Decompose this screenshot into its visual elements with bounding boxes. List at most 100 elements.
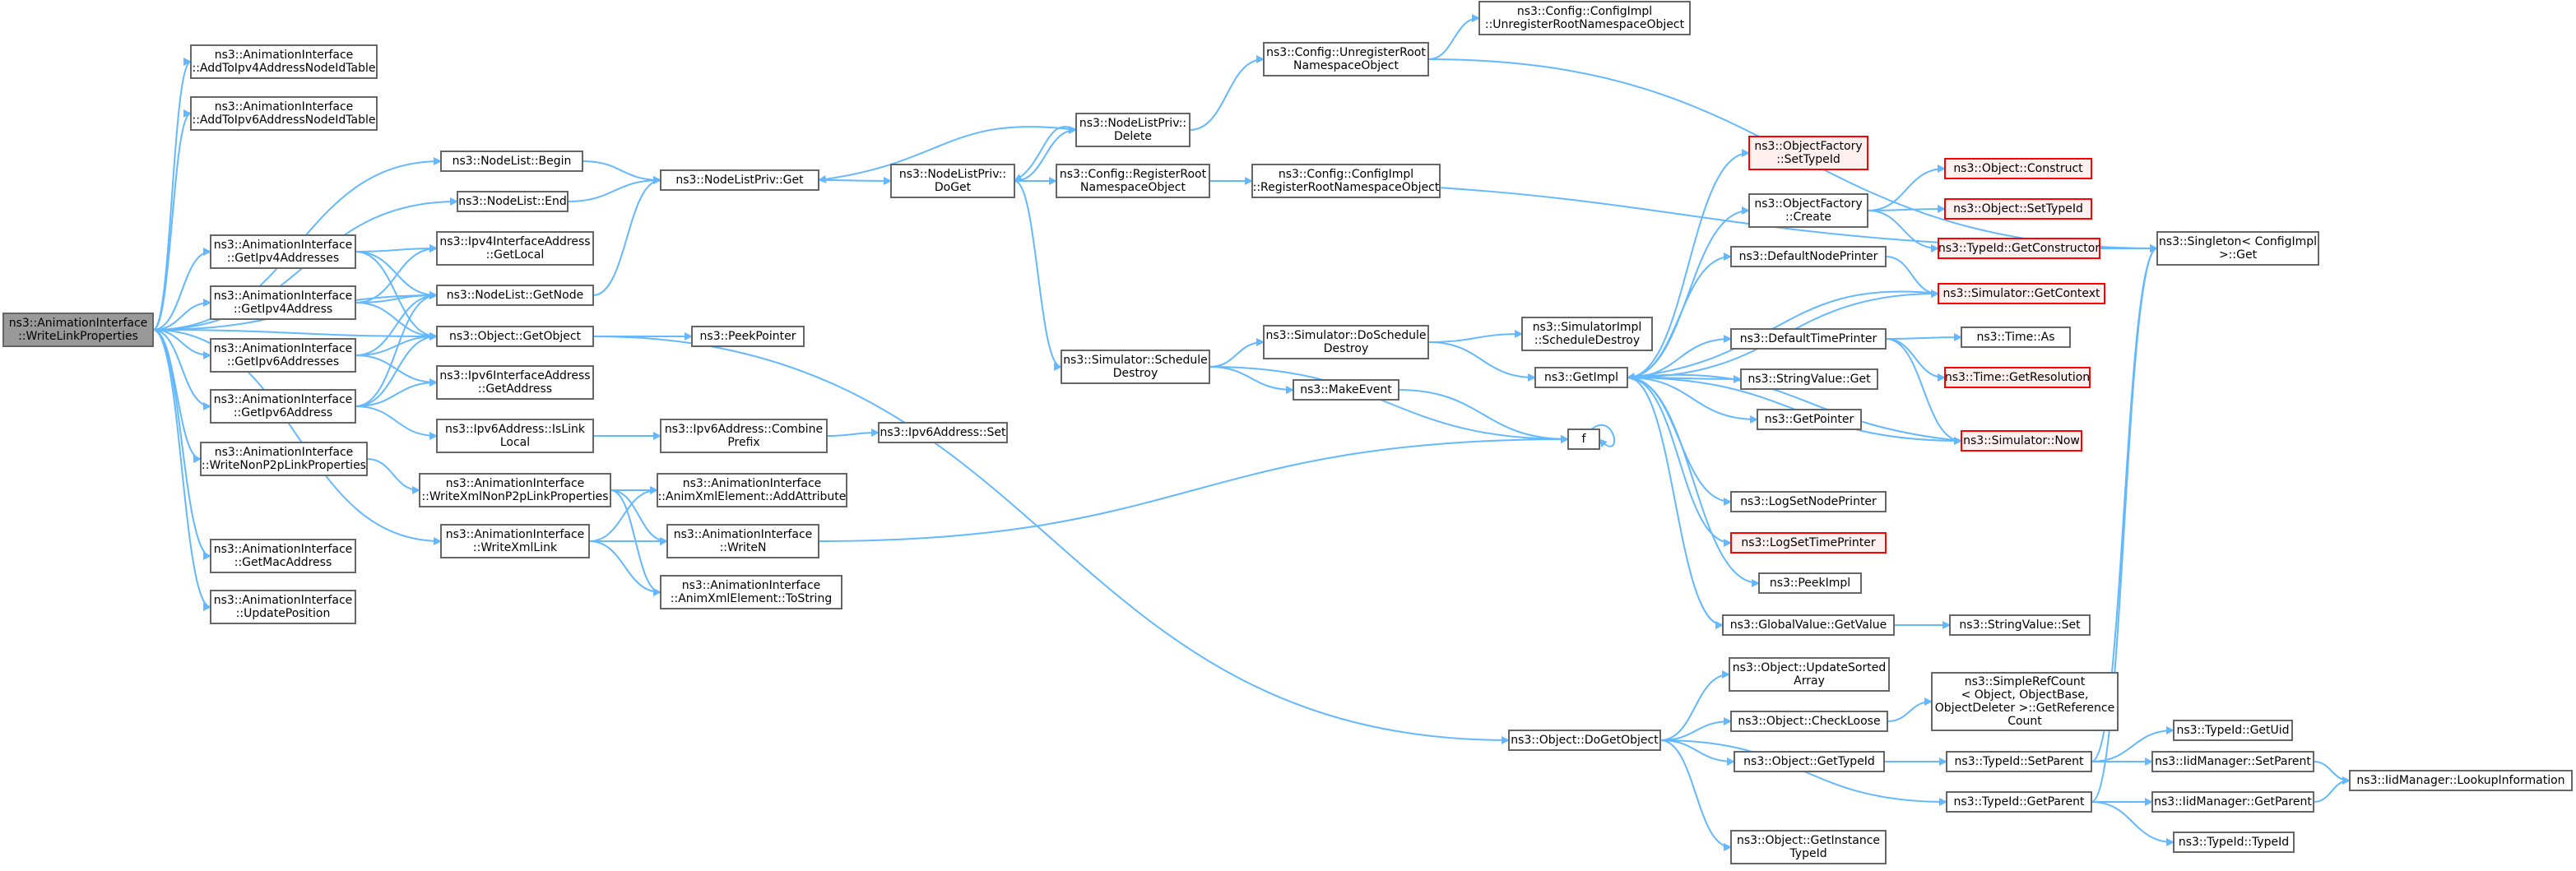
node-addv4[interactable]: ns3::AnimationInterface::AddToIpv4Addres…	[190, 44, 378, 79]
node-label-line: ns3::PeekImpl	[1770, 577, 1850, 590]
node-makeevent[interactable]: ns3::MakeEvent	[1293, 379, 1399, 401]
node-label-line: ns3::Time::As	[1976, 331, 2054, 344]
edge-root-to-getv4addr	[152, 299, 211, 331]
node-timegetres[interactable]: ns3::Time::GetResolution	[1944, 367, 2091, 388]
node-nlpget[interactable]: ns3::NodeListPriv::Get	[660, 169, 819, 191]
node-objsettypeid[interactable]: ns3::Object::SetTypeId	[1944, 198, 2092, 220]
node-peekpointer[interactable]: ns3::PeekPointer	[691, 326, 805, 347]
node-peekimpl[interactable]: ns3::PeekImpl	[1758, 572, 1862, 594]
node-getmac[interactable]: ns3::AnimationInterface::GetMacAddress	[210, 539, 356, 573]
node-writen[interactable]: ns3::AnimationInterface::WriteN	[666, 524, 819, 558]
node-getimpl[interactable]: ns3::GetImpl	[1534, 367, 1628, 388]
node-label-line: ns3::GlobalValue::GetValue	[1730, 619, 1887, 632]
node-singleton[interactable]: ns3::Singleton< ConfigImpl>::Get	[2156, 231, 2319, 266]
node-getpointer[interactable]: ns3::GetPointer	[1757, 409, 1862, 430]
edge-deftimeprinter-to-timegetres	[1885, 338, 1946, 382]
node-objdoget[interactable]: ns3::Object::DoGetObject	[1508, 730, 1661, 751]
node-tidgetparent[interactable]: ns3::TypeId::GetParent	[1946, 791, 2092, 813]
node-nlend[interactable]: ns3::NodeList::End	[457, 191, 569, 212]
node-writexmlnonp2p[interactable]: ns3::AnimationInterface::WriteXmlNonP2pL…	[419, 473, 611, 507]
node-label-line: ns3::Simulator::GetContext	[1942, 287, 2100, 300]
node-box	[1729, 657, 1890, 692]
node-v6getaddr[interactable]: ns3::Ipv6InterfaceAddress::GetAddress	[436, 365, 594, 400]
node-tidgetctor[interactable]: ns3::TypeId::GetConstructor	[1938, 238, 2100, 259]
node-cfgunreg[interactable]: ns3::Config::UnregisterRootNamespaceObje…	[1263, 42, 1429, 76]
node-iidlookup[interactable]: ns3::IidManager::LookupInformation	[2349, 770, 2573, 791]
node-f[interactable]: f	[1567, 429, 1600, 450]
node-simsched[interactable]: ns3::Simulator::ScheduleDestroy	[1061, 350, 1210, 384]
node-v6set[interactable]: ns3::Ipv6Address::Set	[878, 422, 1008, 443]
node-defnodeprinter[interactable]: ns3::DefaultNodePrinter	[1730, 246, 1887, 267]
node-label-line: ns3::PeekPointer	[700, 330, 796, 343]
node-timeas[interactable]: ns3::Time::As	[1961, 327, 2071, 348]
node-objconstruct[interactable]: ns3::Object::Construct	[1944, 158, 2092, 179]
node-getv6addr[interactable]: ns3::AnimationInterface::GetIpv6Address	[210, 389, 356, 424]
node-logsettime[interactable]: ns3::LogSetTimePrinter	[1730, 532, 1887, 554]
node-deftimeprinter[interactable]: ns3::DefaultTimePrinter	[1730, 328, 1887, 350]
node-writenonp2p[interactable]: ns3::AnimationInterface::WriteNonP2pLink…	[200, 442, 368, 476]
node-tidgetuid[interactable]: ns3::TypeId::GetUid	[2173, 720, 2293, 741]
edge-nlpdoget-to-nlpdelete	[1014, 126, 1077, 182]
node-box	[1478, 1, 1691, 35]
node-iidgetparent[interactable]: ns3::IidManager::GetParent	[2151, 791, 2314, 813]
node-simimplsched[interactable]: ns3::SimulatorImpl::ScheduleDestroy	[1521, 317, 1653, 351]
node-simplerefcount[interactable]: ns3::SimpleRefCount< Object, ObjectBase,…	[1931, 672, 2119, 731]
node-v4getlocal[interactable]: ns3::Ipv4InterfaceAddress::GetLocal	[436, 231, 594, 266]
node-box	[1730, 328, 1887, 350]
node-nlpdoget[interactable]: ns3::NodeListPriv::DoGet	[890, 164, 1015, 198]
edge-simdosched-to-simimplsched	[1427, 330, 1523, 343]
node-iidsetparent[interactable]: ns3::IidManager::SetParent	[2151, 751, 2314, 772]
node-label-line: ns3::MakeEvent	[1300, 383, 1392, 396]
node-label-line: f	[1582, 433, 1587, 446]
node-box	[210, 234, 356, 269]
edge-getv4addrs-to-objgetobject	[355, 251, 438, 341]
edge-getv4addr-to-objgetobject	[355, 302, 438, 341]
node-cfgreg[interactable]: ns3::Config::RegisterRootNamespaceObject	[1056, 164, 1210, 198]
edge-defnodeprinter-to-simgetctx	[1885, 256, 1939, 298]
edge-writexmlnonp2p-to-writen	[610, 489, 668, 545]
node-logsetnode[interactable]: ns3::LogSetNodePrinter	[1730, 491, 1887, 512]
node-addv6[interactable]: ns3::AnimationInterface::AddToIpv6Addres…	[190, 96, 378, 131]
edge-deftimeprinter-to-timeas	[1885, 333, 1962, 342]
node-cfgimplunreg[interactable]: ns3::Config::ConfigImpl::UnregisterRootN…	[1478, 1, 1691, 35]
node-simgetctx[interactable]: ns3::Simulator::GetContext	[1938, 283, 2105, 304]
node-tidsetparent[interactable]: ns3::TypeId::SetParent	[1946, 751, 2092, 772]
node-label-line: ns3::Simulator::Schedule	[1063, 354, 1208, 367]
node-label-line: ns3::AnimationInterface	[215, 49, 354, 62]
node-updatepos[interactable]: ns3::AnimationInterface::UpdatePosition	[210, 590, 356, 624]
node-getv6addrs[interactable]: ns3::AnimationInterface::GetIpv6Addresse…	[210, 338, 356, 373]
node-getv4addr[interactable]: ns3::AnimationInterface::GetIpv4Address	[210, 285, 356, 320]
node-ofcreate[interactable]: ns3::ObjectFactory::Create	[1748, 193, 1868, 228]
node-simnow[interactable]: ns3::Simulator::Now	[1961, 430, 2082, 452]
node-objgetobject[interactable]: ns3::Object::GetObject	[436, 326, 594, 347]
node-cfgimplreg[interactable]: ns3::Config::ConfigImpl::RegisterRootNam…	[1251, 164, 1441, 198]
node-box	[210, 539, 356, 573]
node-strget[interactable]: ns3::StringValue::Get	[1740, 368, 1878, 390]
node-objgettypeid[interactable]: ns3::Object::GetTypeId	[1734, 751, 1885, 772]
edge-getv6addr-to-v6islink	[355, 405, 438, 440]
node-ofsettype[interactable]: ns3::ObjectFactory::SetTypeId	[1748, 136, 1868, 170]
edge-root-to-addv4	[152, 58, 192, 331]
node-root[interactable]: ns3::AnimationInterface::WriteLinkProper…	[2, 313, 154, 347]
node-nlgetnode[interactable]: ns3::NodeList::GetNode	[436, 285, 594, 306]
node-nlbegin[interactable]: ns3::NodeList::Begin	[440, 151, 583, 172]
node-tostring[interactable]: ns3::AnimationInterface::AnimXmlElement:…	[660, 575, 842, 609]
node-objcheckloose[interactable]: ns3::Object::CheckLoose	[1730, 711, 1888, 732]
edge-objdoget-to-objupdsorted	[1659, 670, 1730, 741]
node-nlpdelete[interactable]: ns3::NodeListPriv::Delete	[1075, 113, 1191, 147]
node-writexmllink[interactable]: ns3::AnimationInterface::WriteXmlLink	[440, 524, 590, 558]
node-getv4addrs[interactable]: ns3::AnimationInterface::GetIpv4Addresse…	[210, 234, 356, 269]
node-box	[660, 419, 828, 453]
node-gvgetvalue[interactable]: ns3::GlobalValue::GetValue	[1722, 614, 1895, 636]
node-tidtypeid[interactable]: ns3::TypeId::TypeId	[2173, 832, 2295, 853]
node-strset[interactable]: ns3::StringValue::Set	[1949, 614, 2091, 636]
node-label-line: Prefix	[727, 436, 759, 449]
edge-iidsetparent-to-iidlookup	[2313, 761, 2351, 785]
node-addattr[interactable]: ns3::AnimationInterface::AnimXmlElement:…	[657, 473, 847, 507]
edge-v6combine-to-v6set	[826, 429, 880, 438]
